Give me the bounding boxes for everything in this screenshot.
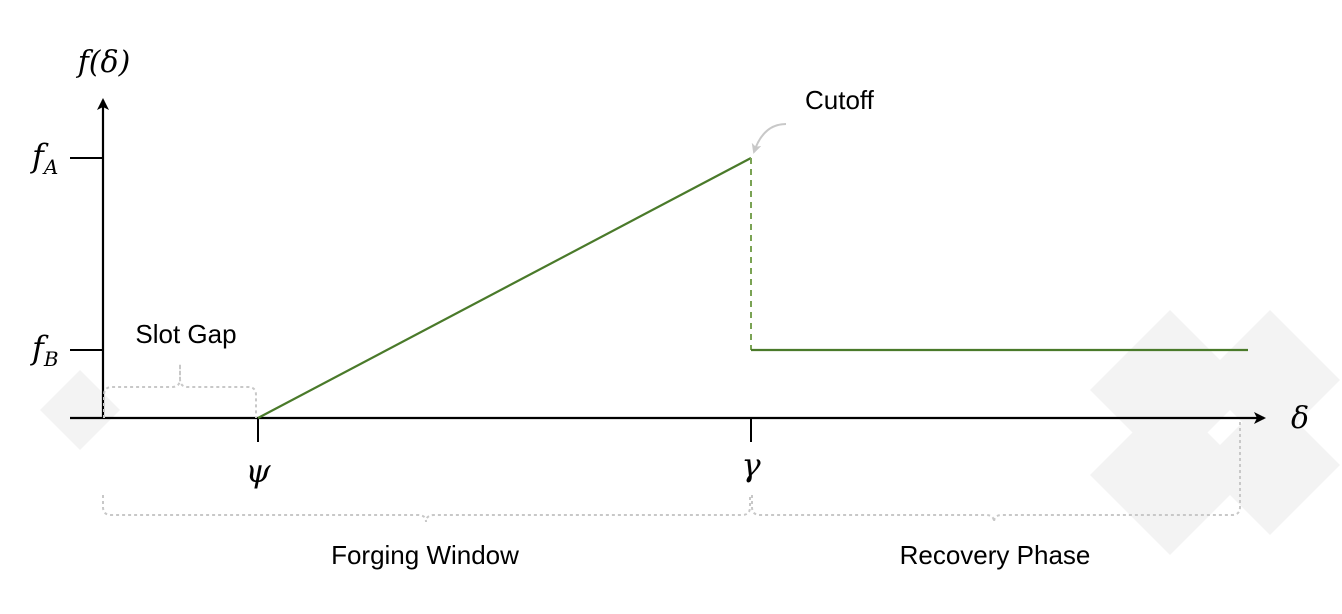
x-axis-label: δ [1291, 401, 1309, 436]
x-tick-label-psi: ψ [245, 452, 271, 490]
y-tick-label-fa: fA [30, 137, 58, 179]
cutoff-pointer-arrow [751, 123, 787, 154]
y-tick-label-fb: fB [30, 329, 59, 371]
y-axis-label: f(δ) [76, 45, 131, 80]
forging-window-label: Forging Window [331, 540, 519, 570]
forging-ramp-line [257, 157, 752, 419]
recovery-phase-label: Recovery Phase [900, 540, 1091, 570]
cutoff-label: Cutoff [805, 85, 875, 115]
x-tick-label-gamma: γ [741, 446, 761, 484]
recovery-phase-brace [751, 420, 1241, 523]
forging-window-brace [102, 495, 751, 523]
slot-gap-label: Slot Gap [135, 319, 236, 349]
slot-gap-brace [103, 364, 257, 418]
